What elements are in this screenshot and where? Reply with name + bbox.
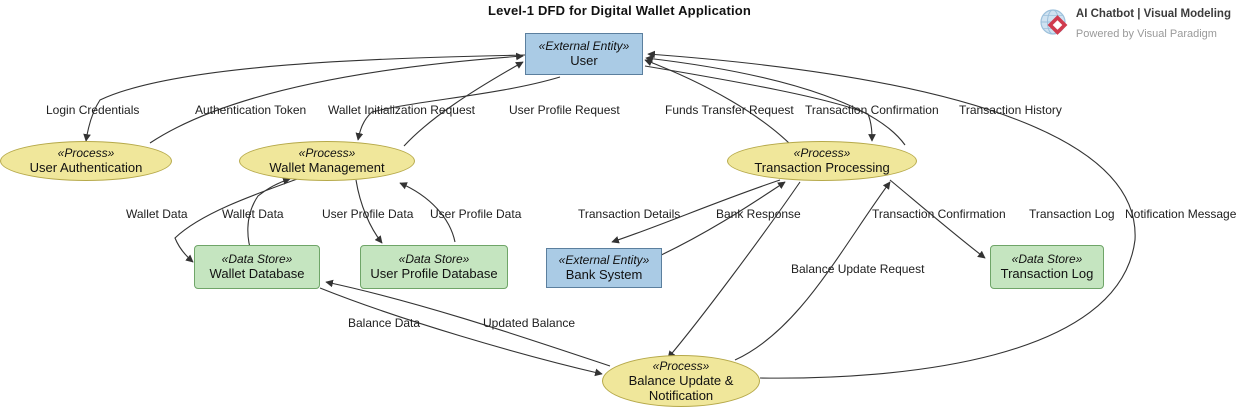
branding: AI Chatbot | Visual Modeling Powered by … — [1039, 3, 1231, 43]
edge-label-transaction-log: Transaction Log — [1029, 207, 1115, 221]
node-label: Bank System — [565, 267, 643, 283]
node-stereotype: «External Entity» — [538, 39, 630, 54]
edge-label-login-credentials: Login Credentials — [46, 103, 140, 117]
edge-label-transaction-confirmation-mid: Transaction Confirmation — [872, 207, 1006, 221]
node-stereotype: «Data Store» — [1011, 252, 1083, 267]
node-stereotype: «Process» — [793, 146, 851, 161]
node-stereotype: «Process» — [298, 146, 356, 161]
edge-label-bank-response: Bank Response — [716, 207, 801, 221]
node-transaction-processing[interactable]: «Process» Transaction Processing — [727, 141, 917, 181]
edge-label-transaction-details: Transaction Details — [578, 207, 681, 221]
edge-label-user-profile-request: User Profile Request — [509, 103, 620, 117]
node-label: Balance Update & Notification — [628, 372, 734, 404]
node-wallet-database[interactable]: «Data Store» Wallet Database — [194, 245, 320, 289]
edge-label-balance-data: Balance Data — [348, 316, 421, 330]
node-stereotype: «Process» — [57, 146, 115, 161]
branding-title: AI Chatbot | Visual Modeling — [1075, 8, 1231, 20]
edge-label-user-profile-data-1: User Profile Data — [322, 207, 414, 221]
branding-subtitle: Powered by Visual Paradigm — [1075, 28, 1217, 40]
edge-label-transaction-history: Transaction History — [959, 103, 1062, 117]
edge-label-funds-transfer-request: Funds Transfer Request — [665, 103, 794, 117]
edge-label-updated-balance: Updated Balance — [483, 316, 576, 330]
edge-label-wallet-init-request: Wallet Initialization Request — [328, 103, 475, 117]
node-user-profile-database[interactable]: «Data Store» User Profile Database — [360, 245, 508, 289]
node-label: Wallet Management — [269, 160, 385, 176]
node-bank-system[interactable]: «External Entity» Bank System — [546, 248, 662, 288]
edge-label-user-profile-data-2: User Profile Data — [430, 207, 522, 221]
page-title: Level-1 DFD for Digital Wallet Applicati… — [487, 3, 752, 18]
edge-label-notification-message: Notification Message — [1125, 207, 1237, 221]
node-wallet-management[interactable]: «Process» Wallet Management — [239, 141, 415, 181]
node-stereotype: «Process» — [652, 358, 710, 373]
visual-paradigm-logo-icon — [1039, 8, 1069, 38]
node-label: User Authentication — [29, 160, 143, 176]
node-label: User Profile Database — [370, 266, 498, 282]
node-label: Transaction Log — [1000, 266, 1094, 282]
edge-label-wallet-data-2: Wallet Data — [222, 207, 284, 221]
node-stereotype: «External Entity» — [558, 253, 650, 268]
edge-label-authentication-token: Authentication Token — [195, 103, 307, 117]
edge-label-wallet-data-1: Wallet Data — [126, 207, 188, 221]
edge-label-balance-update-request: Balance Update Request — [791, 262, 925, 276]
edge-label-transaction-confirmation-top: Transaction Confirmation — [805, 103, 939, 117]
node-balance-update-notification[interactable]: «Process» Balance Update & Notification — [602, 355, 760, 407]
node-label: User — [570, 53, 598, 69]
node-stereotype: «Data Store» — [221, 252, 293, 267]
node-label: Transaction Processing — [754, 160, 890, 176]
node-user[interactable]: «External Entity» User — [525, 33, 643, 75]
node-label: Wallet Database — [209, 266, 305, 282]
node-stereotype: «Data Store» — [398, 252, 470, 267]
node-user-authentication[interactable]: «Process» User Authentication — [0, 141, 172, 181]
node-transaction-log[interactable]: «Data Store» Transaction Log — [990, 245, 1104, 289]
